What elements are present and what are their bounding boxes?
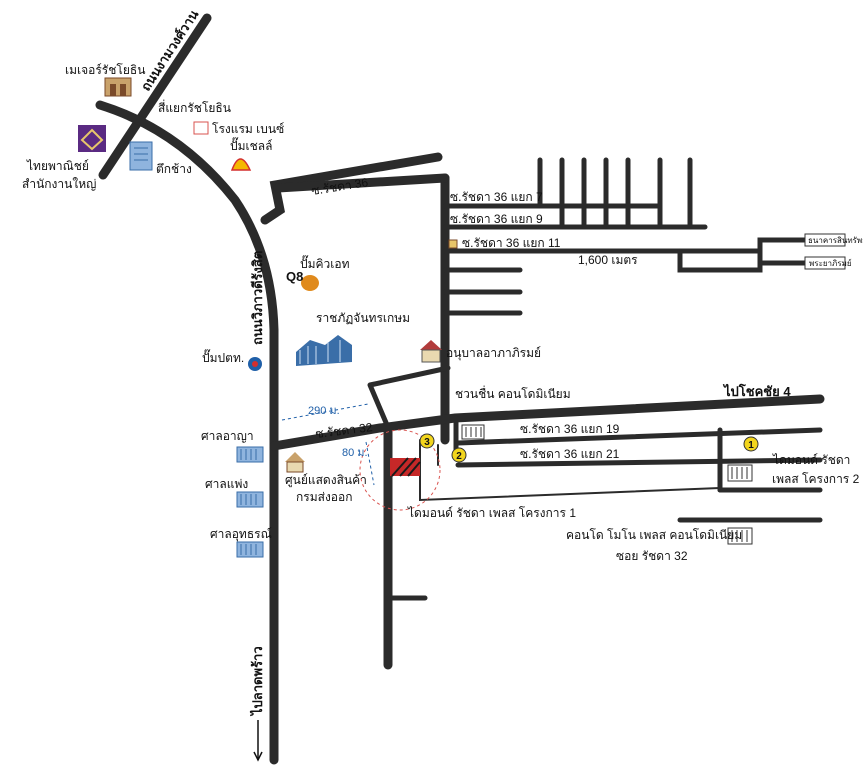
label-court-civil: ศาลแพ่ง: [205, 477, 248, 491]
label-290m: 290 ม.: [308, 405, 340, 417]
label-rajabhat: ราชภัฏจันทรเกษม: [316, 311, 410, 325]
sign-box-top: [804, 233, 846, 247]
label-export-1: ศูนย์แสดงสินค้า: [285, 473, 367, 488]
marker-2: 2: [451, 447, 467, 463]
label-scb-1: ไทยพาณิชย์: [26, 159, 89, 173]
q8-icon: [301, 275, 319, 291]
label-q8-station: ปั๊มคิวเอท: [300, 255, 350, 271]
label-export-2: กรมส่งออก: [296, 490, 352, 504]
label-diamond-1: ไดมอนด์ รัชดา เพลส โครงการ 1: [407, 506, 576, 520]
road-wedge: [367, 365, 451, 428]
label-vibhavadi: ถนนวิภาวดีรังสิต: [250, 251, 265, 345]
label-soi-36-11: ซ.รัชดา 36 แยก 11: [462, 236, 561, 250]
arrow-lat-phrao-icon: [253, 720, 263, 762]
label-soi-36-19: ซ.รัชดา 36 แยก 19: [520, 422, 620, 436]
road-north-link: [273, 173, 450, 193]
road-soi-36-21: [455, 457, 823, 468]
label-80m: 80 ม.: [342, 447, 368, 459]
chuan-chuen-condo-icon: [461, 424, 485, 440]
marker-3-label: 3: [424, 437, 430, 448]
label-diamond-2b: เพลส โครงการ 2: [772, 472, 860, 486]
road-vibhavadi: [95, 100, 279, 765]
label-hotel: โรงแรม เบนซ์: [212, 122, 284, 136]
kindergarten-icon: [420, 340, 442, 363]
label-intersection: สี่แยกรัชโยธิน: [158, 99, 231, 115]
marker-3: 3: [419, 433, 435, 449]
scb-bank-icon: [78, 125, 106, 152]
label-soi-36-21: ซ.รัชดา 36 แยก 21: [520, 447, 620, 461]
ptt-icon: [248, 357, 262, 371]
label-shell: ปั๊มเชลล์: [230, 137, 272, 153]
label-sign-bottom: พระยาภิรมย์: [809, 258, 852, 268]
dimension-80: [365, 441, 375, 486]
road-ngam-wong-wan: [98, 13, 212, 180]
label-1600m: 1,600 เมตร: [578, 253, 638, 267]
road-soi-ratchada-32: [269, 394, 825, 451]
dimension-290: [281, 403, 369, 421]
label-soi-36-9: ซ.รัชดา 36 แยก 9: [450, 212, 543, 226]
radius-circle: [359, 429, 441, 511]
soi-11-shop-icon: [448, 239, 458, 249]
marker-2-label: 2: [456, 451, 462, 462]
label-court-appeal: ศาลอุทธรณ์: [210, 527, 272, 542]
road-east-box: [677, 237, 808, 273]
nono-condo-icon: [727, 527, 753, 545]
label-soi-36-7: ซ.รัชดา 36 แยก 7: [450, 190, 543, 204]
marker-1: 1: [743, 436, 759, 452]
label-nono-2: ซอย รัชดา 32: [616, 549, 688, 563]
road-subsoi-group: [537, 157, 693, 230]
label-major: เมเจอร์รัชโยธิน: [65, 63, 145, 77]
label-ptt: ปั๊มปตท.: [202, 349, 244, 365]
export-center-icon: [285, 452, 305, 473]
label-chuan-chuen: ชวนชื่น คอนโดมิเนียม: [455, 385, 571, 401]
label-elephant: ตึกช้าง: [156, 162, 192, 176]
label-sign-top: ธนาคารสินทรัพย์: [808, 235, 863, 245]
court-appeal-icon: [236, 541, 264, 558]
label-kindergarten: อนุบาลอาภาภิรมย์: [446, 346, 541, 361]
rajabhat-building-icon: [296, 335, 352, 366]
major-cinema-icon: [104, 77, 132, 97]
label-court-criminal: ศาลอาญา: [201, 429, 254, 443]
shell-icon: [230, 158, 252, 171]
road-soi-36-19: [455, 427, 823, 446]
hotel-icon: [193, 121, 209, 135]
label-nono-1: คอนโด โมโน เพลส คอนโดมิเนียม: [566, 528, 742, 542]
label-to-chokchai-4: ไปโชคชัย 4: [722, 383, 791, 399]
court-civil-icon: [236, 491, 264, 508]
elephant-building-icon: [129, 141, 153, 171]
road-soi-ratchada-36: [260, 152, 443, 225]
label-to-lat-phrao: ไปลาดพร้าว: [249, 646, 265, 717]
label-scb-2: สำนักงานใหญ่: [22, 177, 96, 191]
sign-box-bottom: [804, 256, 846, 270]
diamond-2-condo-icon: [727, 464, 753, 482]
label-soi-ratchada-32: ซ.รัชดา 32: [315, 420, 374, 441]
label-diamond-2a: ไดมอนด์ รัชดา: [772, 453, 850, 467]
marker-1-label: 1: [748, 440, 754, 451]
project-1-block: [390, 457, 421, 477]
label-q8: Q8: [286, 269, 303, 284]
court-criminal-icon: [236, 446, 264, 463]
